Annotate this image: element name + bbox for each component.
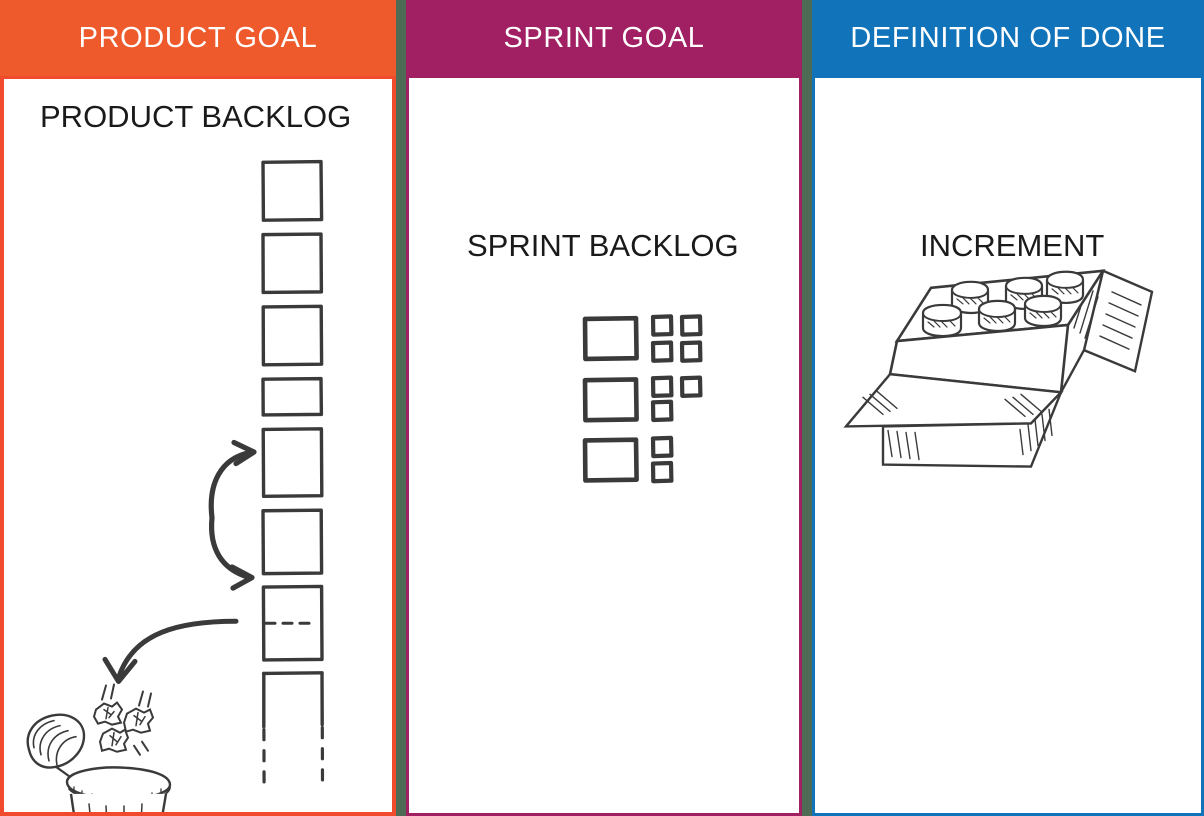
lego-brick-front-face — [888, 323, 1070, 394]
sprint-task-3-2 — [650, 460, 674, 484]
trash-can — [26, 713, 172, 812]
discard-arrow — [102, 618, 239, 684]
lego-stud-1 — [950, 280, 990, 315]
box-front-wall — [881, 391, 1063, 468]
sprint-item-box-1 — [582, 315, 639, 362]
sprint-task-2-2 — [679, 375, 703, 399]
cardboard-box-with-lego-brick — [843, 269, 1154, 468]
header-definition-of-done-label: DEFINITION OF DONE — [850, 21, 1166, 54]
crumpled-paper-1 — [92, 701, 124, 726]
backlog-box-3 — [261, 304, 324, 367]
lego-stud-2 — [1004, 276, 1044, 311]
backlog-box-4 — [261, 376, 324, 417]
artifact-title-increment: INCREMENT — [920, 228, 1105, 263]
lego-brick — [888, 269, 1106, 394]
column-definition-of-done: DEFINITION OF DONE INCREMENT — [812, 0, 1204, 816]
backlog-box-7-being-cut — [261, 584, 324, 662]
sprint-item-box-2 — [582, 377, 639, 423]
box-right-wall — [1059, 270, 1105, 393]
lego-stud-6 — [1023, 294, 1063, 328]
header-product-goal: PRODUCT GOAL — [0, 0, 396, 76]
sprint-task-1-3 — [650, 340, 674, 363]
column-product-goal: PRODUCT GOAL PRODUCT BACKLOG — [0, 0, 396, 816]
body-definition-of-done: INCREMENT — [812, 76, 1204, 816]
column-sprint-goal: SPRINT GOAL SPRINT BACKLOG — [406, 0, 802, 816]
sprint-item-box-3 — [582, 437, 639, 483]
backlog-box-5 — [261, 427, 324, 499]
sprint-item-row-1 — [582, 314, 703, 363]
body-sprint-goal: SPRINT BACKLOG — [406, 76, 802, 816]
product-backlog-illustration — [26, 159, 325, 812]
sprint-task-2-3 — [650, 399, 674, 423]
sprint-task-1-2 — [679, 314, 703, 337]
header-product-goal-label: PRODUCT GOAL — [78, 21, 318, 54]
sprint-task-1-4 — [679, 340, 703, 363]
header-sprint-goal-label: SPRINT GOAL — [503, 21, 705, 54]
paper-motion-ticks — [101, 683, 152, 756]
artifact-title-product-backlog: PRODUCT BACKLOG — [40, 99, 352, 134]
crumpled-paper-3 — [98, 727, 130, 753]
backlog-box-1 — [261, 159, 324, 222]
sprint-task-2-1 — [650, 375, 674, 399]
sprint-task-1-1 — [650, 314, 674, 337]
trash-can-rim — [65, 766, 172, 801]
increment-illustration — [843, 269, 1154, 468]
sprint-item-row-2 — [582, 375, 703, 423]
lego-stud-5 — [977, 299, 1017, 333]
backlog-box-8-fading — [261, 671, 325, 789]
backlog-box-2 — [261, 232, 324, 295]
refinement-arrow-lower — [208, 515, 255, 591]
backlog-box-6 — [261, 508, 324, 576]
trash-can-body — [69, 793, 168, 812]
body-product-goal: PRODUCT BACKLOG — [0, 76, 396, 816]
lego-brick-top-face — [894, 269, 1106, 343]
box-flap-back-right — [1082, 269, 1154, 373]
sprint-backlog-illustration — [582, 314, 703, 484]
lego-stud-3 — [1045, 270, 1085, 305]
artifact-title-sprint-backlog: SPRINT BACKLOG — [467, 228, 739, 263]
sprint-task-3-1 — [650, 435, 674, 459]
lego-stud-4 — [921, 303, 963, 338]
crumpled-paper-2 — [122, 707, 155, 734]
box-flap-front-left — [843, 372, 1064, 428]
refinement-arrow-upper — [208, 439, 257, 521]
header-sprint-goal: SPRINT GOAL — [406, 0, 802, 76]
sprint-item-row-3 — [582, 435, 674, 484]
trash-can-lid — [26, 713, 86, 778]
header-definition-of-done: DEFINITION OF DONE — [812, 0, 1204, 76]
